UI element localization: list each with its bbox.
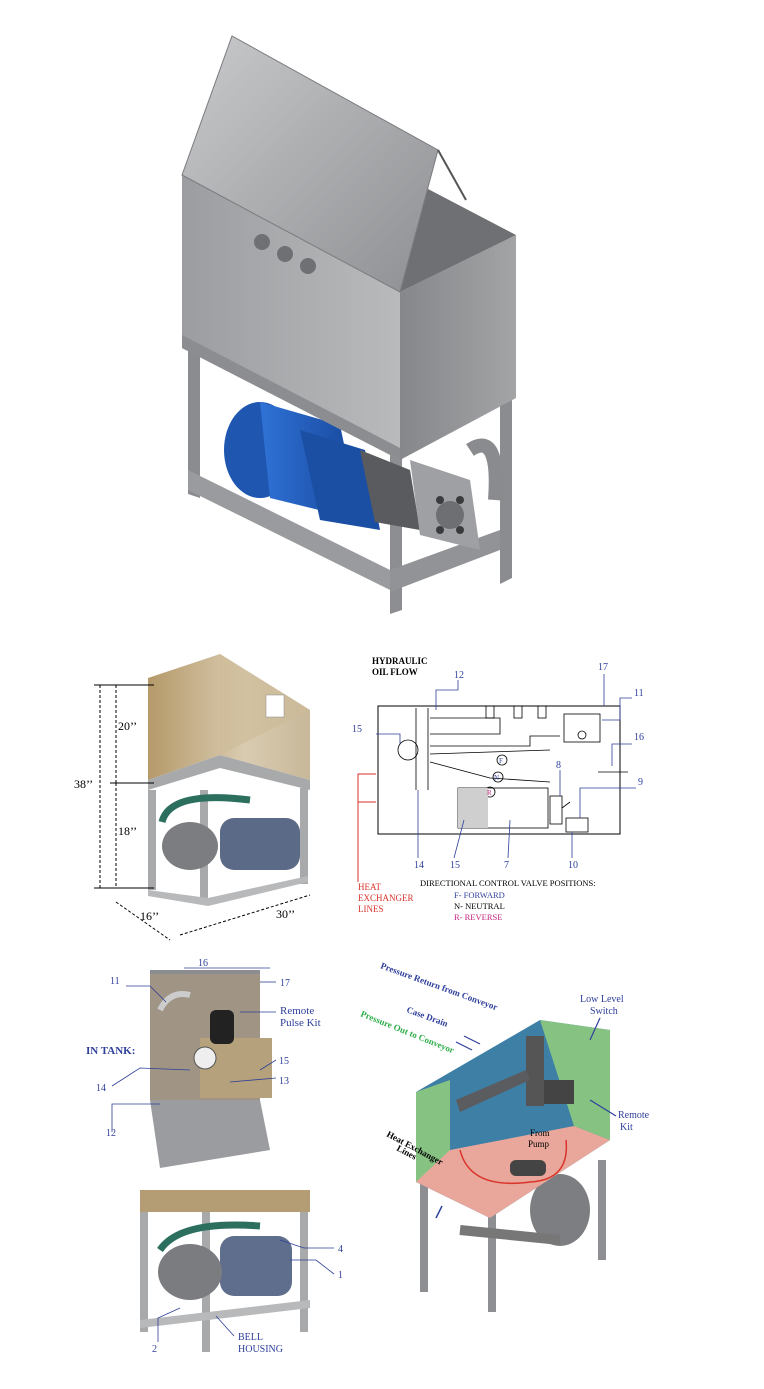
callout-15: 15 xyxy=(352,724,362,735)
from-pump-label-2: Pump xyxy=(528,1139,550,1149)
in-tank-photo: IN TANK: 16 11 17 15 14 13 12 Remote Pul… xyxy=(86,958,321,1168)
bell-housing-panel: 4 1 2 BELL HOUSING xyxy=(120,1180,360,1370)
dim-upper-height: 20’’ xyxy=(118,719,137,733)
in-tank-title: IN TANK: xyxy=(86,1045,135,1057)
pressure-return-label: Pressure Return from Conveyor xyxy=(379,960,499,1012)
bell-callout-2: 2 xyxy=(152,1344,157,1355)
hydraulic-flow-diagram: HYDRAULIC OIL FLOW F N R 12 xyxy=(352,656,644,922)
callout-8: 8 xyxy=(556,760,561,771)
flow-title-line2: OIL FLOW xyxy=(372,667,418,677)
in-tank-panel: IN TANK: 16 11 17 15 14 13 12 Remote Pul… xyxy=(80,950,350,1170)
callout-10: 10 xyxy=(568,860,578,871)
bell-housing-label-1: BELL xyxy=(238,1332,263,1343)
valve-forward-marker: F xyxy=(499,757,503,765)
dimension-photo-panel: 20’’ 38’’ 18’’ 16’’ 30’’ xyxy=(70,650,350,950)
valve-neutral-marker: N xyxy=(494,774,499,782)
dim-depth: 16’’ xyxy=(140,909,159,923)
in-tank-callout-16: 16 xyxy=(198,958,208,969)
dimension-photo: 20’’ 38’’ 18’’ 16’’ 30’’ xyxy=(74,654,311,941)
heat-exchanger-label-2: EXCHANGER xyxy=(358,893,414,903)
in-tank-callout-11: 11 xyxy=(110,976,120,987)
callout-14: 14 xyxy=(414,860,424,871)
callout-11: 11 xyxy=(634,688,644,699)
callout-7: 7 xyxy=(504,860,509,871)
in-tank-callout-17: 17 xyxy=(280,978,290,989)
power-unit-render xyxy=(181,35,516,614)
in-tank-callout-13: 13 xyxy=(279,1076,289,1087)
bell-callout-1: 1 xyxy=(338,1270,343,1281)
hydraulic-flow-panel: HYDRAULIC OIL FLOW F N R 12 xyxy=(350,650,664,935)
remote-pulse-label-2: Pulse Kit xyxy=(280,1017,321,1029)
cutaway-render: Pressure Return from Conveyor Case Drain… xyxy=(359,960,650,1312)
case-drain-label: Case Drain xyxy=(405,1004,449,1028)
low-level-switch-label-2: Switch xyxy=(590,1006,618,1017)
low-level-switch-label-1: Low Level xyxy=(580,994,624,1005)
dim-overall-height: 38’’ xyxy=(74,777,93,791)
valve-reverse-marker: R xyxy=(487,789,492,797)
callout-15-lower: 15 xyxy=(450,860,460,871)
heat-exchanger-block xyxy=(458,788,488,828)
heat-exchanger-label-1: HEAT xyxy=(358,882,381,892)
in-tank-callout-14: 14 xyxy=(96,1083,106,1094)
flow-title-line1: HYDRAULIC xyxy=(372,656,428,666)
callout-9: 9 xyxy=(638,777,643,788)
cutaway-panel: Pressure Return from Conveyor Case Drain… xyxy=(359,950,660,1330)
remote-pulse-label-1: Remote xyxy=(280,1005,314,1017)
in-tank-callout-15: 15 xyxy=(279,1056,289,1067)
bell-housing-photo: 4 1 2 BELL HOUSING xyxy=(140,1190,343,1355)
in-tank-callout-12: 12 xyxy=(106,1128,116,1139)
remote-kit-label-1: Remote xyxy=(618,1110,650,1121)
callout-16: 16 xyxy=(634,732,644,743)
dim-lower-height: 18’’ xyxy=(118,824,137,838)
dim-width: 30’’ xyxy=(276,907,295,921)
valve-positions-title: DIRECTIONAL CONTROL VALVE POSITIONS: xyxy=(420,878,596,888)
from-pump-label-1: From xyxy=(530,1128,550,1138)
bell-callout-4: 4 xyxy=(338,1244,343,1255)
callout-12: 12 xyxy=(454,670,464,681)
bell-housing-label-2: HOUSING xyxy=(238,1344,283,1355)
valve-reverse-legend: R- REVERSE xyxy=(454,912,502,922)
valve-neutral-legend: N- NEUTRAL xyxy=(454,901,505,911)
remote-kit-label-2: Kit xyxy=(620,1122,633,1133)
callout-17: 17 xyxy=(598,662,608,673)
valve-forward-legend: F- FORWARD xyxy=(454,890,505,900)
heat-exchanger-label-3: LINES xyxy=(358,904,384,914)
